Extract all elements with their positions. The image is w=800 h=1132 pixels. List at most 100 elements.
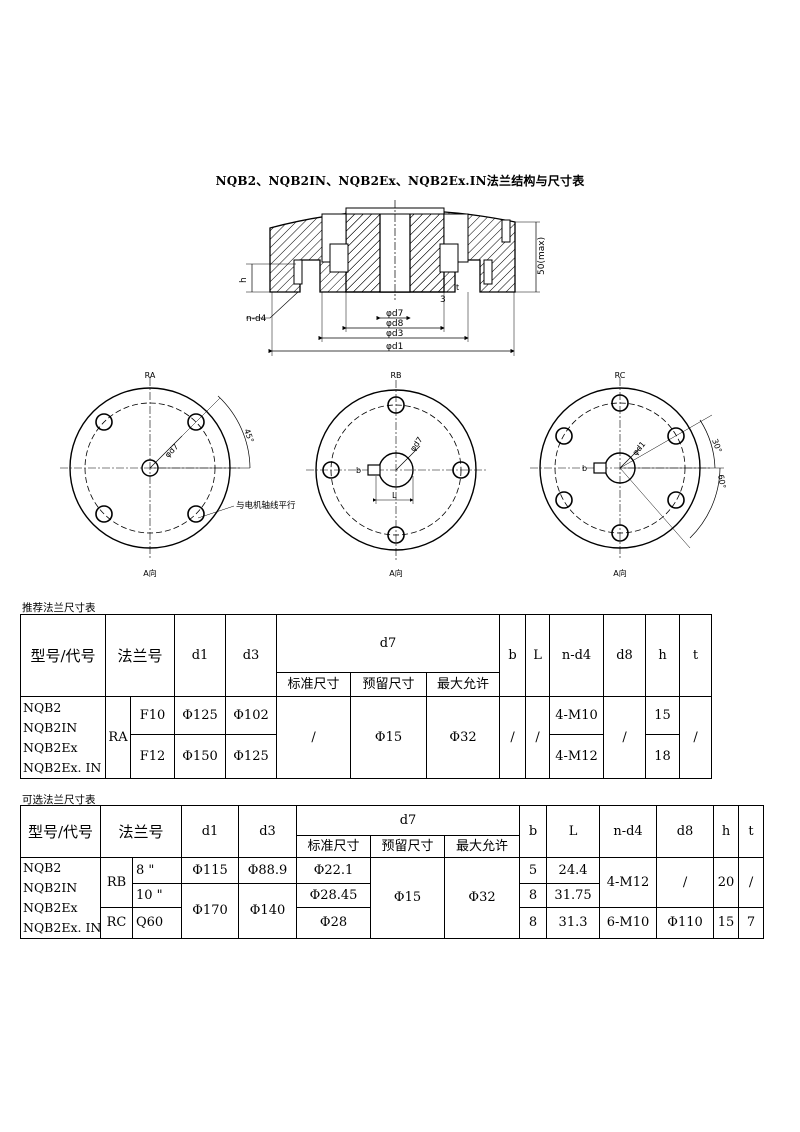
- view-ra-dir: A向: [143, 568, 156, 578]
- dim-d7-label: φd7: [386, 309, 403, 319]
- table1-flange-cell: F12: [129, 734, 176, 779]
- table1-std-cell: /: [276, 696, 352, 779]
- table1-nd4-cell: 4-M12: [549, 734, 605, 779]
- dim-d8-label: φd8: [386, 319, 404, 329]
- table1-header-L: L: [525, 614, 551, 697]
- table1-t-cell: /: [679, 696, 713, 779]
- table2-type-rc: RC: [100, 907, 133, 939]
- model-name: NQB2Ex: [23, 739, 78, 755]
- view-rb-bore-label: φd7: [408, 435, 424, 453]
- dim-d3-label: φd3: [386, 329, 403, 339]
- view-rb-dir: A向: [389, 568, 402, 578]
- dim-50max-label: 50(max): [537, 237, 547, 275]
- model-name: NQB2Ex: [23, 900, 78, 915]
- table1-d3-cell: Φ102: [225, 696, 278, 735]
- flange-drawing: h n-d4 50(max) φd7 φd8 φd3 φd1 3 t RA φd…: [60, 200, 727, 578]
- view-ra-bore-label: φd7: [163, 442, 180, 459]
- table1-type: RA: [105, 696, 131, 779]
- dim-d1-label: φd1: [386, 342, 403, 352]
- table2-b-cell: 8: [519, 907, 548, 939]
- table2-L-cell: 31.3: [546, 907, 601, 939]
- table2-L-cell: 31.75: [546, 883, 601, 908]
- table1-d8-cell: /: [603, 696, 647, 779]
- table2-header-pre: 预留尺寸: [370, 835, 446, 858]
- table2-title: 可选法兰尺寸表: [22, 794, 96, 806]
- model-name: NQB2IN: [23, 719, 78, 735]
- table2-header-max: 最大允许: [444, 835, 521, 858]
- view-rb-L-label: L: [392, 491, 397, 500]
- table2-h-cell: 20: [713, 857, 740, 908]
- table2-type-rb: RB: [100, 857, 133, 908]
- table1-b-cell: /: [499, 696, 527, 779]
- view-ra-note: 与电机轴线平行: [236, 500, 296, 511]
- dim-nd4-label: n-d4: [246, 314, 267, 324]
- table2-b-cell: 5: [519, 857, 548, 884]
- dim-h-label: h: [239, 277, 249, 283]
- table1-title: 推荐法兰尺寸表: [22, 602, 96, 614]
- dim-3-label: 3: [440, 295, 446, 305]
- table2-h-cell: 15: [713, 907, 740, 939]
- table1-h-cell: 18: [645, 734, 681, 779]
- table1-d1-cell: Φ150: [174, 734, 227, 779]
- table2-d3-cell: Φ88.9: [238, 857, 298, 884]
- table2-b-cell: 8: [519, 883, 548, 908]
- table2-d1-cell: Φ115: [181, 857, 240, 884]
- table2-d8-cell: Φ110: [656, 907, 715, 939]
- table2-header-d1: d1: [181, 805, 240, 858]
- table1-h-cell: 15: [645, 696, 681, 735]
- table2-header-L: L: [546, 805, 601, 858]
- table2-header-nd4: n-d4: [599, 805, 658, 858]
- section-view: h n-d4 50(max) φd7 φd8 φd3 φd1 3 t: [239, 200, 547, 356]
- recommended-flange-table: 型号/代号 法兰号 d1 d3 d7 b L n-d4 d8 h t 标准尺寸 …: [20, 614, 713, 779]
- table2-L-cell: 24.4: [546, 857, 601, 884]
- view-rc: RC φd1 30° 60° b A向: [530, 371, 727, 578]
- table1-header-std: 标准尺寸: [276, 672, 352, 697]
- table1-pre-cell: Φ15: [350, 696, 428, 779]
- view-rb-label: RB: [390, 371, 401, 380]
- table1-L-cell: /: [525, 696, 551, 779]
- table2-header-b: b: [519, 805, 548, 858]
- view-rc-label: RC: [615, 371, 626, 380]
- table1-header-b: b: [499, 614, 527, 697]
- view-rc-angle1-label: 30°: [710, 438, 723, 454]
- table2-header-d8: d8: [656, 805, 715, 858]
- view-ra: RA φd7 45° 与电机轴线平行 A向: [60, 371, 296, 578]
- table1-max-cell: Φ32: [426, 696, 501, 779]
- optional-flange-table: 型号/代号 法兰号 d1 d3 d7 b L n-d4 d8 h t 标准尺寸 …: [20, 805, 765, 939]
- view-rc-angle2-label: 60°: [716, 474, 727, 490]
- table2-std-cell: Φ28: [296, 907, 372, 939]
- table1-header-max: 最大允许: [426, 672, 501, 697]
- dim-t-label: t: [456, 283, 459, 292]
- table1-header-model: 型号/代号: [20, 614, 106, 697]
- table1-header-t: t: [679, 614, 713, 697]
- table2-std-cell: Φ22.1: [296, 857, 372, 884]
- table1-header-d3: d3: [225, 614, 278, 697]
- table1-flange-cell: F10: [129, 696, 176, 735]
- table1-header-h: h: [645, 614, 681, 697]
- table1-header-d8: d8: [603, 614, 647, 697]
- table1-nd4-cell: 4-M10: [549, 696, 605, 735]
- table2-header-model: 型号/代号: [20, 805, 101, 858]
- table2-nd4-cell: 4-M12: [599, 857, 658, 908]
- view-rb: RB φd7 L b A向: [306, 371, 486, 578]
- table2-d3-cell: Φ140: [238, 883, 298, 939]
- table2-nd4-cell: 6-M10: [599, 907, 658, 939]
- table2-header-d7: d7: [296, 805, 521, 836]
- table1-d3-cell: Φ125: [225, 734, 278, 779]
- view-rb-b-label: b: [356, 466, 361, 475]
- model-name: NQB2IN: [23, 880, 78, 895]
- table2-d8-cell: /: [656, 857, 715, 908]
- table2-flange-cell: 10 ": [131, 883, 183, 908]
- table2-flange-cell: Q60: [131, 907, 183, 939]
- table2-header-d3: d3: [238, 805, 298, 858]
- table2-t-cell: /: [738, 857, 765, 908]
- table2-max-cell: Φ32: [444, 857, 521, 939]
- table1-header-d1: d1: [174, 614, 227, 697]
- model-name: NQB2: [23, 860, 62, 875]
- model-name: NQB2Ex. IN: [23, 920, 101, 935]
- model-name: NQB2: [23, 699, 62, 715]
- table1-header-nd4: n-d4: [549, 614, 605, 697]
- table1-d1-cell: Φ125: [174, 696, 227, 735]
- view-ra-label: RA: [145, 371, 156, 380]
- view-rc-b-label: b: [582, 464, 587, 473]
